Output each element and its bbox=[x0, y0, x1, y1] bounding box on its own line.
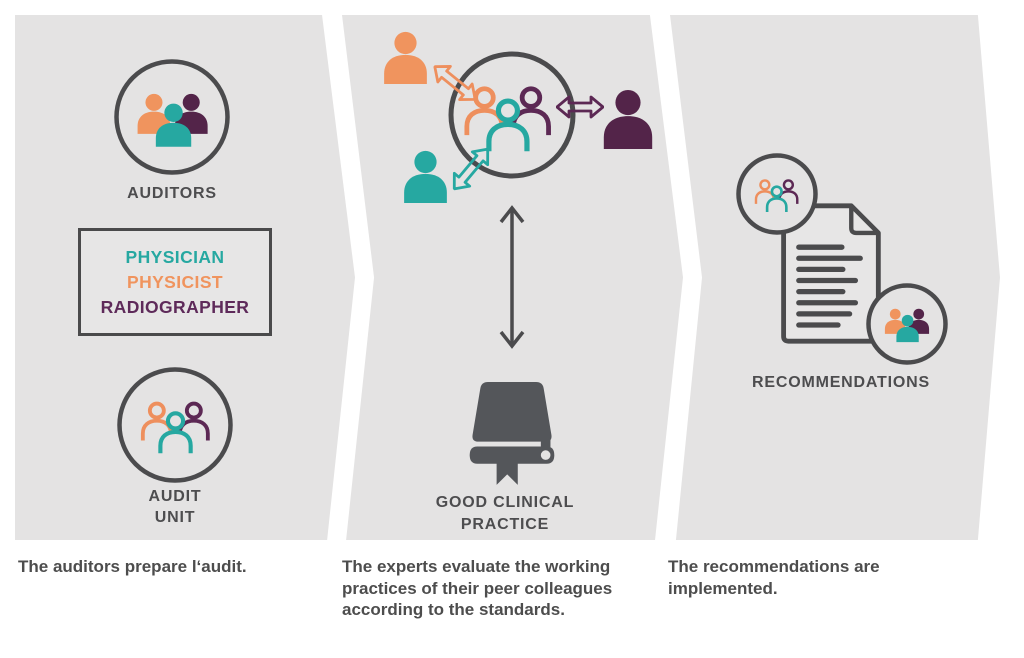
vertical-double-arrow-icon bbox=[499, 205, 525, 349]
evaluate-caption: The experts evaluate the working practic… bbox=[342, 557, 613, 619]
practice-label: GOOD CLINICAL PRACTICE bbox=[425, 492, 585, 536]
audit-unit-label-line1: AUDIT bbox=[148, 488, 202, 505]
role-radiographer: RADIOGRAPHER bbox=[100, 296, 250, 317]
practice-label-line2: PRACTICE bbox=[460, 516, 550, 533]
recommendations-label: RECOMMENDATIONS bbox=[752, 374, 930, 391]
auditors-label: AUDITORS bbox=[127, 185, 217, 202]
book-icon bbox=[469, 382, 555, 485]
role-physicist: PHYSICIST bbox=[127, 271, 223, 292]
double-arrow-orange-icon bbox=[433, 65, 477, 101]
recommendations-people-group-outline-icon bbox=[736, 153, 818, 235]
roles-box: PHYSICIAN PHYSICIST RADIOGRAPHER bbox=[78, 228, 272, 336]
expert-person-orange-icon bbox=[384, 31, 427, 84]
document-text-lines bbox=[796, 244, 863, 328]
audit-unit-label-line2: UNIT bbox=[154, 509, 196, 526]
prepare-caption: The auditors prepare l‘audit. bbox=[18, 557, 247, 576]
role-physician: PHYSICIAN bbox=[125, 246, 225, 267]
audit-unit-label: AUDIT UNIT bbox=[95, 486, 255, 528]
recommendations-people-group-filled-icon bbox=[866, 283, 948, 365]
auditors-people-group-filled-icon bbox=[114, 59, 230, 175]
expert-person-purple-icon bbox=[603, 89, 653, 149]
double-arrow-purple-icon bbox=[556, 95, 604, 119]
double-arrow-teal-icon bbox=[452, 147, 490, 191]
implement-caption: The recommendations are implemented. bbox=[668, 557, 880, 598]
practice-label-line1: GOOD CLINICAL bbox=[435, 494, 575, 511]
evaluation-people-group-outline-icon bbox=[448, 51, 576, 179]
audit-unit-people-group-outline-icon bbox=[117, 367, 233, 483]
